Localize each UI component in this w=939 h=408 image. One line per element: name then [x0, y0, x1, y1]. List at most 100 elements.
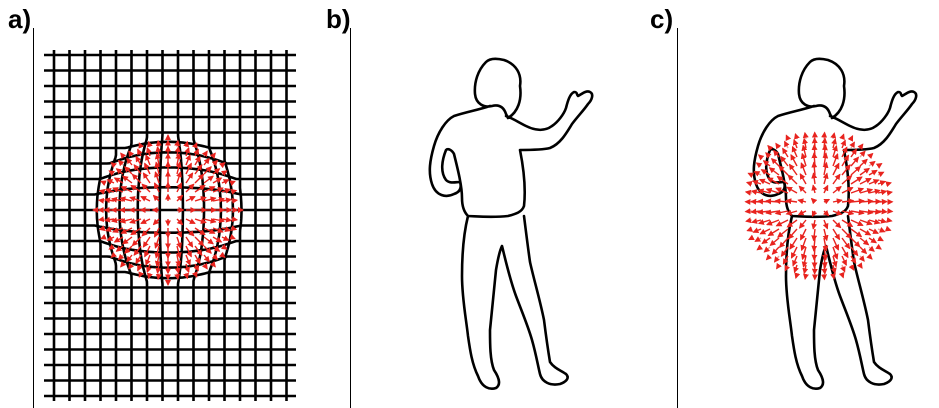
grid-line-horizontal — [44, 150, 296, 165]
displacement-arrow — [822, 209, 830, 217]
displacement-arrow — [146, 263, 152, 274]
displacement-arrow — [868, 179, 880, 185]
displacement-arrow — [140, 218, 151, 225]
displacement-arrow — [126, 157, 133, 166]
displacement-arrow — [877, 217, 887, 224]
displacement-arrow — [135, 254, 142, 265]
displacement-arrow — [152, 218, 160, 226]
displacement-arrow — [203, 245, 212, 254]
displacement-arrow — [875, 163, 883, 169]
displacement-arrow — [115, 168, 124, 175]
displacement-arrow — [194, 196, 207, 202]
displacement-arrow — [140, 195, 151, 202]
grid-line-horizontal — [44, 140, 296, 150]
displacement-arrow — [145, 154, 151, 166]
displacement-arrow — [811, 210, 818, 218]
displacement-arrow — [183, 272, 190, 280]
displacement-arrow — [868, 218, 881, 225]
displacement-arrow — [822, 237, 829, 252]
displacement-arrow — [155, 139, 162, 148]
displacement-arrow — [778, 165, 789, 176]
displacement-arrow — [142, 172, 151, 184]
displacement-arrow — [859, 158, 868, 167]
displacement-arrow — [146, 272, 153, 280]
displacement-arrow — [850, 187, 865, 194]
displacement-arrow — [122, 175, 133, 184]
displacement-arrow — [776, 175, 789, 185]
displacement-arrow — [777, 228, 789, 238]
displacement-arrow — [787, 228, 798, 240]
displacement-arrow — [221, 216, 232, 223]
displacement-arrow — [841, 209, 855, 216]
displacement-arrow — [130, 184, 142, 193]
displacement-arrow — [859, 246, 868, 255]
displacement-arrow — [849, 141, 856, 149]
displacement-arrow — [113, 177, 124, 184]
displacement-arrow — [748, 234, 755, 241]
displacement-arrow — [219, 251, 226, 258]
displacement-arrow — [174, 272, 181, 281]
displacement-arrow — [866, 253, 873, 260]
displacement-field-a — [92, 134, 244, 286]
displacement-arrow — [131, 236, 142, 247]
displacement-arrow — [133, 164, 142, 175]
displacement-arrow — [110, 251, 117, 258]
displacement-arrow — [185, 245, 192, 258]
displacement-arrow — [212, 196, 225, 203]
displacement-arrow — [203, 236, 214, 245]
displacement-arrow — [110, 162, 117, 169]
displacement-arrow — [137, 148, 143, 157]
displacement-arrow — [848, 264, 855, 271]
displacement-arrow — [877, 227, 886, 233]
displacement-arrow — [832, 246, 839, 260]
displacement-arrow — [221, 179, 230, 185]
grid-line-horizontal — [44, 270, 296, 280]
displacement-arrow — [212, 227, 224, 233]
displacement-arrow — [176, 194, 184, 202]
displacement-arrow — [811, 172, 818, 185]
displacement-arrow — [784, 264, 791, 272]
displacement-arrow — [800, 237, 807, 252]
displacement-arrow — [98, 188, 106, 195]
displacement-arrow — [841, 219, 854, 228]
displacement-arrow — [220, 243, 228, 250]
displacement-arrow — [154, 171, 160, 184]
displacement-arrow — [792, 255, 798, 267]
displacement-arrow — [744, 208, 753, 215]
displacement-arrow — [792, 138, 799, 149]
displacement-arrow — [831, 138, 837, 149]
displacement-arrow — [765, 152, 772, 159]
displacement-arrow — [832, 198, 843, 205]
displacement-arrow — [877, 235, 884, 242]
displacement-arrow — [785, 134, 792, 142]
displacement-arrow — [193, 263, 199, 272]
displacement-arrow — [211, 253, 219, 261]
displacement-arrow — [798, 185, 807, 194]
displacement-arrow — [801, 255, 808, 268]
displacement-field-c — [744, 131, 894, 281]
displacement-arrow — [155, 272, 162, 281]
displacement-arrow — [799, 173, 807, 185]
displacement-arrow — [821, 273, 828, 281]
displacement-arrow — [130, 227, 142, 236]
displacement-arrow — [120, 186, 133, 193]
displacement-arrow — [203, 166, 212, 175]
displacement-arrow — [154, 236, 160, 249]
displacement-arrow — [786, 186, 798, 194]
displacement-arrow — [212, 245, 221, 252]
displacement-arrow — [209, 152, 216, 159]
displacement-arrow — [176, 182, 183, 193]
displacement-arrow — [767, 228, 780, 237]
displacement-arrow — [841, 255, 847, 267]
displacement-arrow — [212, 217, 225, 224]
displacement-arrow — [785, 198, 798, 205]
displacement-arrow — [841, 228, 852, 239]
displacement-arrow — [823, 198, 831, 205]
displacement-arrow — [811, 237, 818, 252]
displacement-arrow — [221, 226, 232, 232]
displacement-arrow — [773, 255, 780, 263]
displacement-arrow — [744, 189, 753, 196]
displacement-arrow — [799, 228, 807, 241]
displacement-arrow — [759, 228, 771, 235]
